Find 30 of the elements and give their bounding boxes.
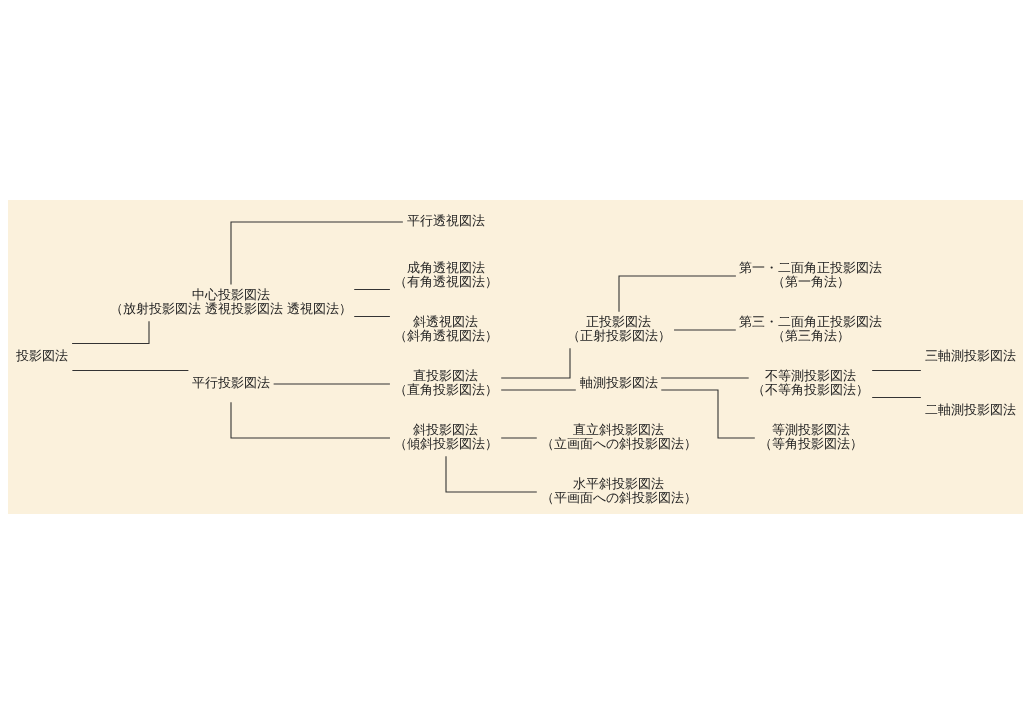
node-text: 二軸測投影図法: [924, 402, 1016, 418]
node-text: 投影図法: [16, 348, 68, 364]
node-text: 斜透視図法 （斜角透視図法）: [393, 314, 498, 344]
connector: [230, 401, 391, 439]
connector: [230, 221, 404, 286]
connector: [71, 369, 189, 372]
connector: [871, 396, 922, 399]
node-text: 直立斜投影図法 （立画面への斜投影図法）: [540, 422, 697, 452]
node-text: 平行投影図法: [192, 375, 270, 391]
connector: [353, 288, 391, 291]
node-text: 平行透視図法: [406, 213, 485, 229]
connector: [500, 347, 571, 379]
node-text: 三軸測投影図法: [924, 348, 1016, 364]
node-text: 斜投影図法 （傾斜投影図法）: [393, 422, 498, 452]
node-text: 水平斜投影図法 （平画面への斜投影図法）: [540, 476, 697, 506]
node-text: 第一・二面角正投影図法 （第一角法）: [739, 260, 882, 290]
node-text: 直投影図法 （直角投影図法）: [393, 368, 498, 398]
connector: [871, 369, 922, 372]
connector: [618, 275, 737, 313]
connector: [71, 320, 150, 345]
connector: [445, 455, 538, 493]
connector: [353, 315, 391, 318]
node-text: 軸測投影図法: [579, 375, 658, 391]
node-text: 中心投影図法 （放射投影図法 透視投影図法 透視図法）: [109, 287, 353, 317]
node-text: 不等測投影図法 （不等角投影図法）: [752, 368, 869, 398]
node-text: 第三・二面角正投影図法 （第三角法）: [739, 314, 882, 344]
node-text: 正投影図法 （正射投影図法）: [566, 314, 671, 344]
connector: [660, 389, 756, 439]
node-text: 等測投影図法 （等角投影図法）: [758, 422, 863, 452]
node-text: 成角透視図法 （有角透視図法）: [393, 260, 498, 290]
